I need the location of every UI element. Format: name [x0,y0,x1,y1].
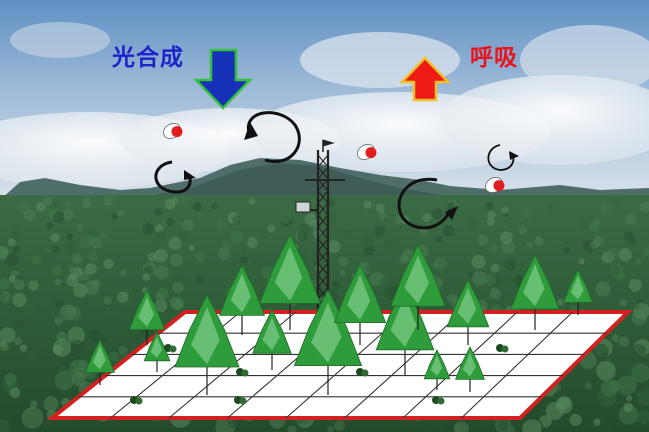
swirl-icon [487,144,519,171]
tree-icon [128,289,166,345]
plant-icon [496,344,509,353]
tree-icon [423,349,451,390]
molecule-icon [357,144,377,160]
molecule-icons [163,123,505,193]
down-arrow-icon [193,48,253,110]
tree-icon [390,244,446,330]
up-arrow-icon [399,56,451,102]
plant-icon [432,396,445,405]
tree-icon [174,294,240,395]
photosynthesis-label: 光合成 [112,45,184,71]
ground-plants [130,344,509,405]
tree-icon [455,346,485,392]
swirl-icons [154,111,519,230]
trees [85,234,593,395]
swirl-icon [154,160,196,194]
swirl-icon [244,111,301,164]
molecule-icon [485,177,505,193]
respiration-label: 呼吸 [470,45,518,71]
tree-icon [252,309,292,370]
plant-icon [356,368,369,377]
plant-icon [130,396,143,405]
plant-icon [236,368,249,377]
tree-icon [143,331,171,372]
plant-icon [164,344,177,353]
mountains [0,158,649,205]
tree-icon [85,339,115,385]
molecule-icon [163,123,183,139]
plant-icon [234,396,247,405]
tree-icon [259,234,321,330]
swirl-icon [397,177,458,230]
tree-icon [510,254,560,330]
tree-icon [219,264,265,335]
tree-icon [333,264,387,345]
tree-icon [446,279,490,345]
tree-icon [563,269,593,315]
